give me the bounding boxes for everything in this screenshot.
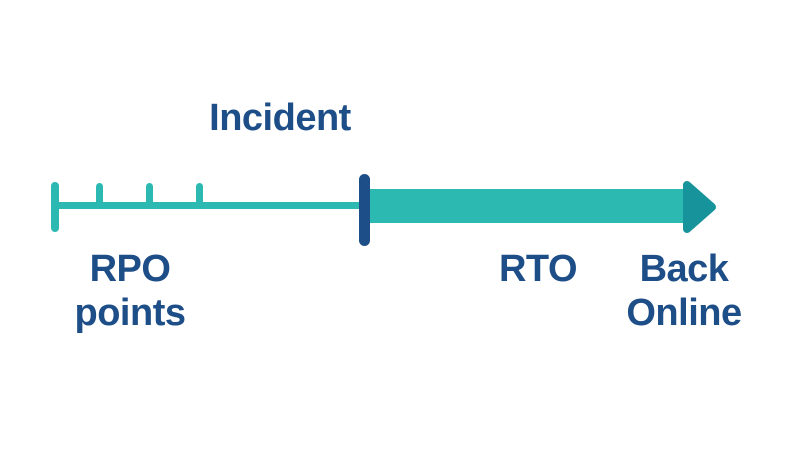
rpo-tick-mark xyxy=(146,183,153,209)
rpo-tick-mark xyxy=(96,183,103,209)
rpo-points-label-line1: RPO xyxy=(89,248,171,290)
rpo-points-label-line2: points xyxy=(74,292,186,334)
timeline-baseline xyxy=(55,202,370,209)
back-online-label: Back Online xyxy=(602,247,766,335)
arrow-right-icon xyxy=(683,181,716,233)
incident-label: Incident xyxy=(209,97,351,139)
incident-marker-bar xyxy=(359,174,370,246)
rto-label: RTO xyxy=(498,248,578,290)
rto-duration-bar xyxy=(368,189,690,223)
rpo-tick-mark xyxy=(196,183,203,209)
rpo-points-label: RPO points xyxy=(28,247,232,335)
back-online-label-line2: Online xyxy=(626,292,742,334)
back-online-label-line1: Back xyxy=(639,248,729,290)
rpo-ticks xyxy=(96,183,203,209)
timeline-start-cap xyxy=(51,182,59,232)
